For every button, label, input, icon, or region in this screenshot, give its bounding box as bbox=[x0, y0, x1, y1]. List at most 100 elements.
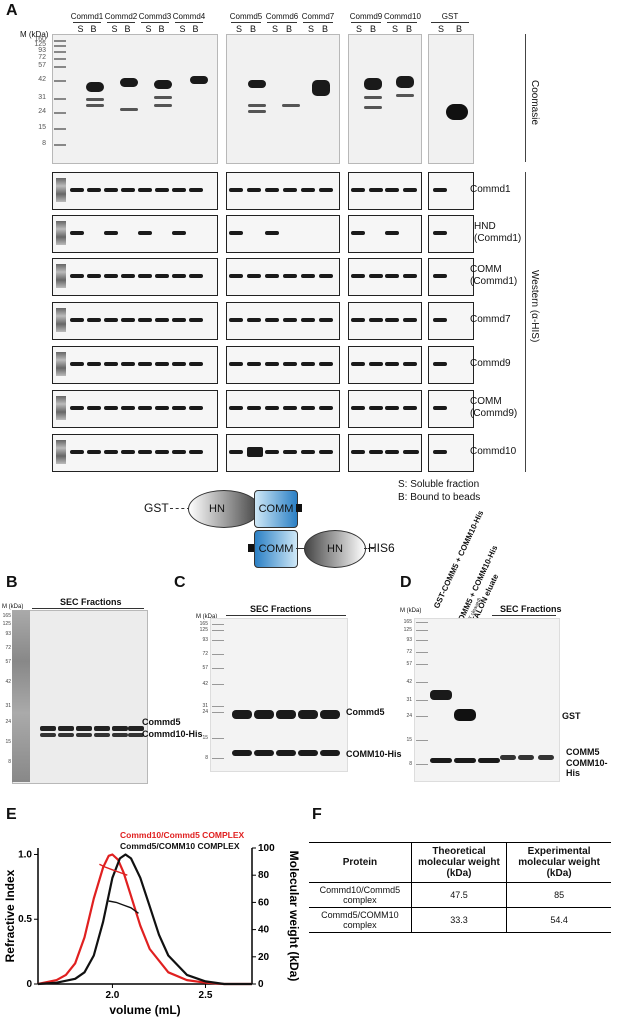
panel-b-sec-title: SEC Fractions bbox=[60, 597, 122, 607]
lane-s-label: S bbox=[235, 24, 242, 34]
ladder-band bbox=[212, 758, 224, 759]
western-band bbox=[121, 318, 135, 322]
panel-d-comm5-label: COMM5 bbox=[566, 747, 600, 757]
lane-s-label: S bbox=[355, 24, 362, 34]
coomassie-gel-3 bbox=[348, 34, 422, 164]
y2-tick-label: 0 bbox=[258, 979, 264, 990]
mw-marker-label: 125 bbox=[34, 41, 46, 48]
western-label: Western (α-HIS) bbox=[529, 270, 540, 343]
lane-s-label: S bbox=[111, 24, 118, 34]
western-band bbox=[138, 450, 152, 454]
western-band bbox=[138, 188, 152, 192]
western-band bbox=[138, 318, 152, 322]
western-blot-panel bbox=[428, 390, 474, 428]
ladder-band bbox=[212, 684, 224, 685]
ladder-band bbox=[212, 654, 224, 655]
ladder-band bbox=[54, 80, 66, 82]
ladder-band bbox=[416, 682, 428, 683]
mw-marker-label: 93 bbox=[406, 637, 412, 643]
mw-marker-label: 15 bbox=[406, 737, 412, 743]
western-band bbox=[229, 362, 243, 366]
panel-c-sec-title: SEC Fractions bbox=[250, 604, 312, 614]
blot-label: Commd7 bbox=[470, 314, 511, 325]
minor-band bbox=[86, 104, 104, 107]
mw-marker-label: 24 bbox=[38, 108, 46, 115]
western-band bbox=[104, 406, 118, 410]
western-band bbox=[369, 188, 383, 192]
western-band bbox=[433, 188, 447, 192]
western-band bbox=[229, 231, 243, 235]
mw-marker-label: 165 bbox=[2, 613, 11, 619]
western-band bbox=[121, 362, 135, 366]
lane-group-label: Commd1 bbox=[70, 12, 104, 21]
gst-label: GST bbox=[144, 501, 169, 515]
lane-s-label: S bbox=[77, 24, 84, 34]
western-band bbox=[403, 450, 419, 454]
western-band bbox=[138, 231, 152, 235]
mw-marker-label: 125 bbox=[2, 621, 11, 627]
terminal-block-1 bbox=[296, 504, 302, 512]
ladder-band bbox=[212, 712, 224, 713]
panel-d-m-header: M (kDa) bbox=[400, 608, 422, 614]
lane-s-label: S bbox=[179, 24, 186, 34]
ladder-band bbox=[212, 706, 224, 707]
lane-b-label: B bbox=[405, 24, 412, 34]
ladder-band bbox=[416, 630, 428, 631]
mw-marker-label: 15 bbox=[5, 739, 11, 745]
western-band bbox=[265, 231, 279, 235]
y-axis-label: Refractive Index bbox=[3, 869, 17, 962]
lane-group-line bbox=[141, 22, 169, 23]
western-band bbox=[70, 362, 84, 366]
western-band bbox=[283, 318, 297, 322]
ladder-band bbox=[212, 624, 224, 625]
table-cell: 85 bbox=[506, 882, 611, 908]
western-band bbox=[70, 318, 84, 322]
panel-c-letter: C bbox=[174, 574, 186, 591]
series-line-0 bbox=[37, 853, 252, 986]
western-band bbox=[369, 406, 383, 410]
western-band bbox=[385, 231, 399, 235]
western-band bbox=[70, 406, 84, 410]
lane-s-label: S bbox=[271, 24, 278, 34]
western-band bbox=[189, 450, 203, 454]
series-line-1 bbox=[37, 853, 252, 986]
mw-marker-label: 93 bbox=[5, 631, 11, 637]
lane-b-label: B bbox=[158, 24, 165, 34]
protein-band bbox=[232, 750, 252, 756]
western-band bbox=[121, 406, 135, 410]
western-band bbox=[301, 362, 315, 366]
ladder-band bbox=[416, 664, 428, 665]
western-band bbox=[301, 188, 315, 192]
y-tick-label: 0 bbox=[26, 979, 32, 990]
western-band bbox=[104, 450, 118, 454]
western-band bbox=[229, 318, 243, 322]
blot-ladder bbox=[56, 352, 66, 376]
western-band bbox=[319, 318, 333, 322]
ladder-band bbox=[54, 66, 66, 68]
western-band bbox=[229, 406, 243, 410]
blot-label: COMM (Commd1) bbox=[470, 264, 518, 287]
gst-fusion-band bbox=[430, 690, 452, 700]
mw-marker-label: 24 bbox=[5, 719, 11, 725]
panel-d-comm10-label: COMM10-His bbox=[566, 758, 608, 778]
western-band bbox=[319, 362, 333, 366]
table-row: Commd10/Commd5 complex 47.5 85 bbox=[309, 882, 611, 908]
western-band bbox=[172, 274, 186, 278]
western-band bbox=[104, 318, 118, 322]
protein-band bbox=[128, 733, 144, 737]
coomassie-gel-1 bbox=[52, 34, 218, 164]
ladder-band bbox=[212, 640, 224, 641]
western-band bbox=[403, 188, 417, 192]
panel-d-sec-line bbox=[492, 615, 556, 616]
y-tick-label: 1.0 bbox=[18, 849, 32, 860]
mw-marker-label: 72 bbox=[5, 645, 11, 651]
panel-e-letter: E bbox=[6, 806, 17, 823]
western-band bbox=[87, 318, 101, 322]
lane-group-line bbox=[431, 22, 469, 23]
mw-marker-label: 72 bbox=[38, 54, 46, 61]
blot-label: HND (Commd1) bbox=[474, 221, 522, 244]
ladder-band bbox=[54, 144, 66, 146]
western-band bbox=[319, 274, 333, 278]
mw-marker-label: 31 bbox=[202, 703, 208, 709]
